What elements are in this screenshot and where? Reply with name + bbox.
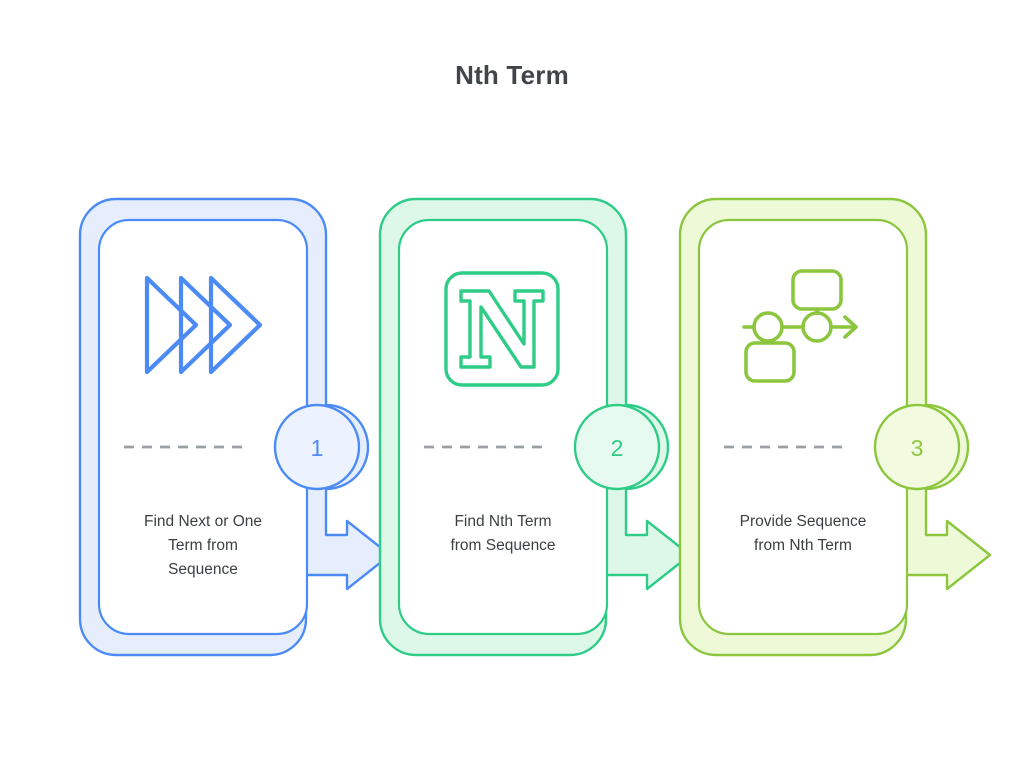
- step-2-label: Find Nth Term from Sequence: [399, 510, 607, 558]
- flow-step-2[interactable]: 2: [378, 197, 692, 657]
- step-2-badge-number: 2: [611, 435, 624, 461]
- node-diagram-icon: [742, 269, 858, 383]
- flow-step-3[interactable]: 3: [678, 197, 992, 657]
- step-3-card: [697, 218, 909, 636]
- flow-step-1[interactable]: 1: [78, 197, 392, 657]
- step-2-label-line-1: Find Nth Term: [454, 513, 552, 530]
- step-3-label-line-1: Provide Sequence: [739, 513, 867, 530]
- step-1-label-line-2: Term from: [168, 537, 238, 554]
- page-title: Nth Term: [455, 60, 569, 90]
- step-1-label-line-3: Sequence: [168, 561, 238, 578]
- step-2-card: [397, 218, 609, 636]
- step-3-label-line-2: from Nth Term: [754, 537, 852, 554]
- step-3-badge: [873, 403, 961, 491]
- double-chevron-right-icon: [144, 275, 263, 375]
- step-3-label: Provide Sequence from Nth Term: [699, 510, 907, 558]
- step-1-badge-number: 1: [311, 435, 324, 461]
- step-2-badge: [573, 403, 661, 491]
- letter-n-square-icon: [444, 271, 560, 387]
- step-1-label-line-1: Find Next or One: [143, 513, 263, 530]
- step-1-label: Find Next or One Term from Sequence: [99, 510, 307, 582]
- step-2-label-line-2: from Sequence: [450, 537, 556, 554]
- step-3-badge-number: 3: [911, 435, 924, 461]
- step-1-badge: [273, 403, 361, 491]
